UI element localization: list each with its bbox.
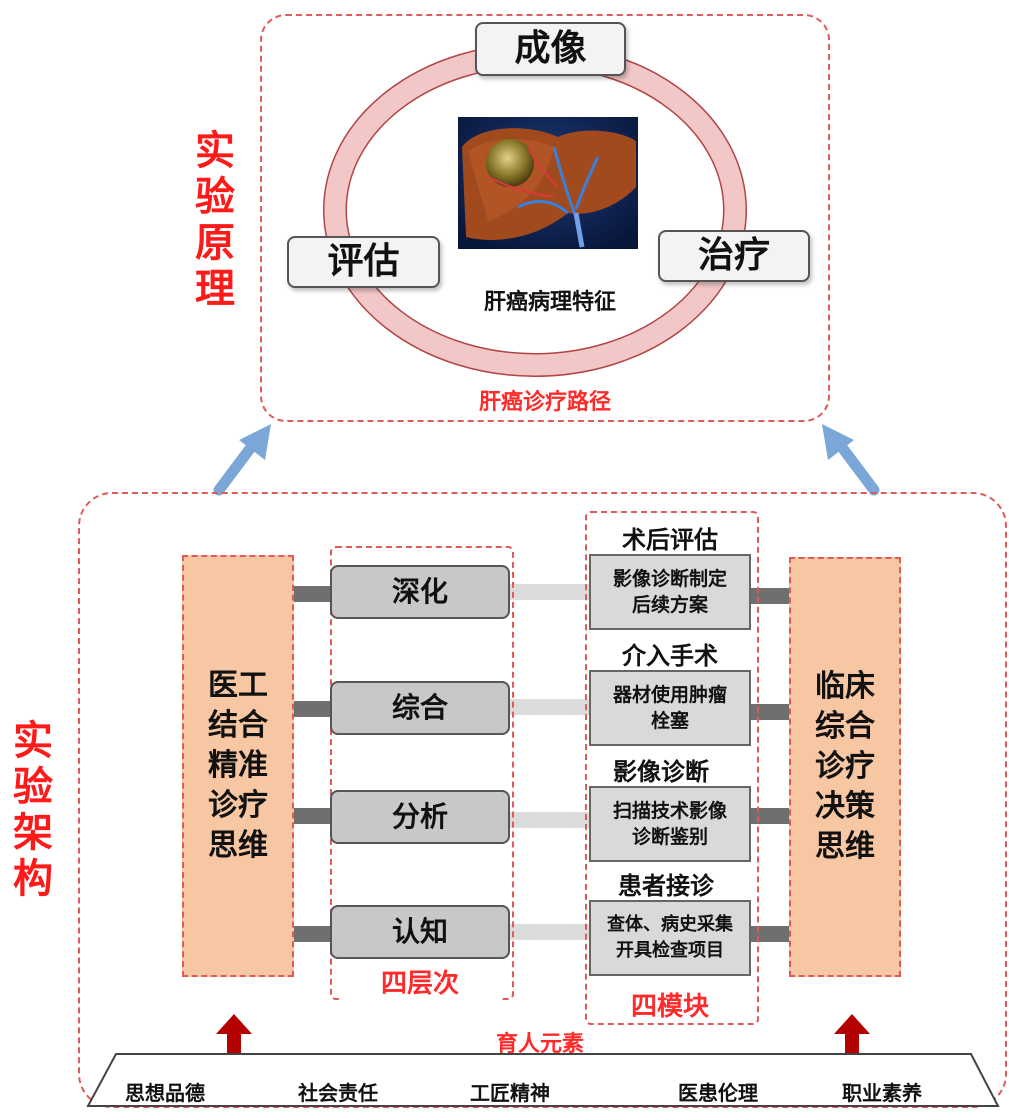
center-caption: 肝癌病理特征 — [483, 290, 616, 315]
principle-panel — [260, 14, 830, 422]
connector-left-4 — [292, 926, 332, 942]
module-box-intervention: 器材使用肿瘤 栓塞 — [589, 670, 751, 746]
level-deepen: 深化 — [330, 565, 510, 619]
education-base — [86, 1053, 1000, 1107]
level-synthesize: 综合 — [330, 681, 510, 735]
virtue-medical-ethics: 医患伦理 — [678, 1081, 758, 1105]
connector-left-2 — [292, 701, 332, 717]
framework-side-title: 实 验 架 构 — [13, 718, 53, 902]
connector-mid-3 — [510, 812, 590, 828]
modules-container — [585, 511, 759, 1025]
levels-label: 四层次 — [340, 963, 500, 1000]
module-box-postop: 影像诊断制定 后续方案 — [589, 554, 751, 630]
module-title-postop: 术后评估 — [622, 526, 718, 554]
connector-left-3 — [292, 808, 332, 824]
liver-illustration — [458, 117, 638, 249]
right-pillar: 临床 综合 诊疗 决策 思维 — [789, 557, 901, 977]
left-pillar: 医工 结合 精准 诊疗 思维 — [182, 555, 294, 977]
modules-label: 四模块 — [595, 986, 745, 1023]
cycle-node-treatment: 治疗 — [658, 230, 810, 282]
module-title-reception: 患者接诊 — [618, 872, 714, 900]
module-title-intervention: 介入手术 — [622, 642, 718, 670]
level-cognize: 认知 — [330, 905, 510, 959]
module-box-imaging: 扫描技术影像 诊断鉴别 — [589, 786, 751, 862]
path-label: 肝癌诊疗路径 — [478, 390, 611, 415]
connector-mid-2 — [510, 699, 590, 715]
arrow-up-blue-right — [822, 424, 880, 496]
connector-left-1 — [292, 586, 332, 602]
connector-mid-1 — [510, 584, 590, 600]
arrow-up-blue-left — [213, 424, 271, 496]
virtue-morality: 思想品德 — [125, 1081, 205, 1105]
cycle-node-evaluation: 评估 — [287, 236, 440, 288]
module-title-imaging: 影像诊断 — [613, 758, 709, 786]
arrow-up-red-right — [834, 1014, 870, 1056]
education-label: 育人元素 — [495, 1032, 584, 1057]
principle-side-title: 实 验 原 理 — [195, 128, 235, 312]
level-analyze: 分析 — [330, 790, 510, 844]
virtue-social-responsibility: 社会责任 — [298, 1081, 378, 1105]
arrow-up-red-left — [216, 1014, 252, 1056]
virtue-craftsmanship: 工匠精神 — [470, 1081, 550, 1105]
cycle-node-imaging: 成像 — [475, 22, 626, 76]
virtue-professionalism: 职业素养 — [842, 1081, 922, 1105]
module-box-reception: 查体、病史采集 开具检查项目 — [589, 900, 751, 976]
connector-mid-4 — [510, 924, 590, 940]
